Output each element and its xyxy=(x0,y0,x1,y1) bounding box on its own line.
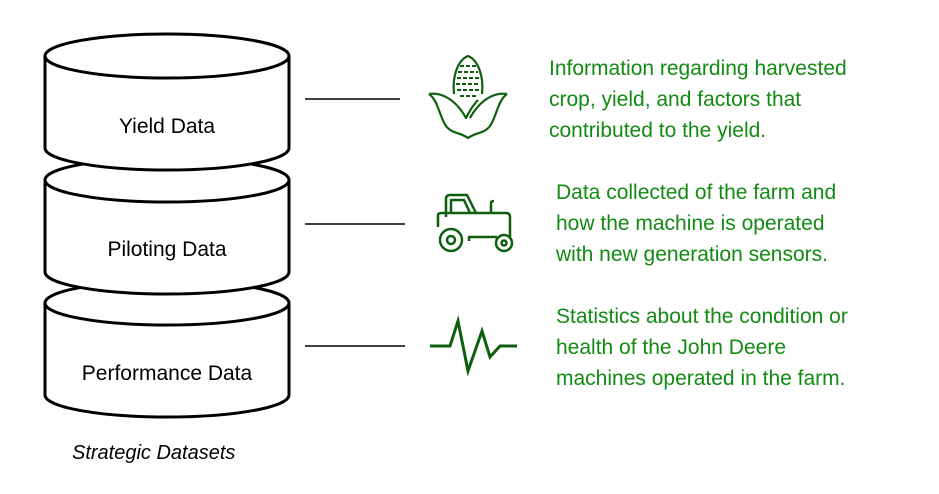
description-line: Information regarding harvested xyxy=(549,57,847,80)
description-line: crop, yield, and factors that xyxy=(549,88,802,111)
description-line: contributed to the yield. xyxy=(549,119,767,142)
description-line: machines operated in the farm. xyxy=(556,367,846,390)
cylinder-yield xyxy=(43,32,291,172)
description-line: with new generation sensors. xyxy=(556,243,828,266)
description-yield: Information regarding harvested crop, yi… xyxy=(549,53,847,146)
tractor-icon xyxy=(436,193,514,253)
cylinder-label-performance: Performance Data xyxy=(81,362,253,385)
cylinder-performance xyxy=(43,279,291,419)
diagram-caption: Strategic Datasets xyxy=(72,442,236,464)
description-piloting: Data collected of the farm and how the m… xyxy=(556,177,836,270)
description-line: Statistics about the condition or xyxy=(556,305,848,328)
description-line: how the machine is operated xyxy=(556,212,825,235)
description-performance: Statistics about the condition or health… xyxy=(556,301,848,394)
cylinder-label-yield: Yield Data xyxy=(118,115,216,138)
cylinder-label-piloting: Piloting Data xyxy=(107,238,227,261)
description-line: Data collected of the farm and xyxy=(556,181,837,204)
corn-icon xyxy=(428,54,508,140)
cylinder-piloting xyxy=(43,156,291,296)
description-line: health of the John Deere xyxy=(556,336,786,359)
heartbeat-icon xyxy=(430,315,517,377)
